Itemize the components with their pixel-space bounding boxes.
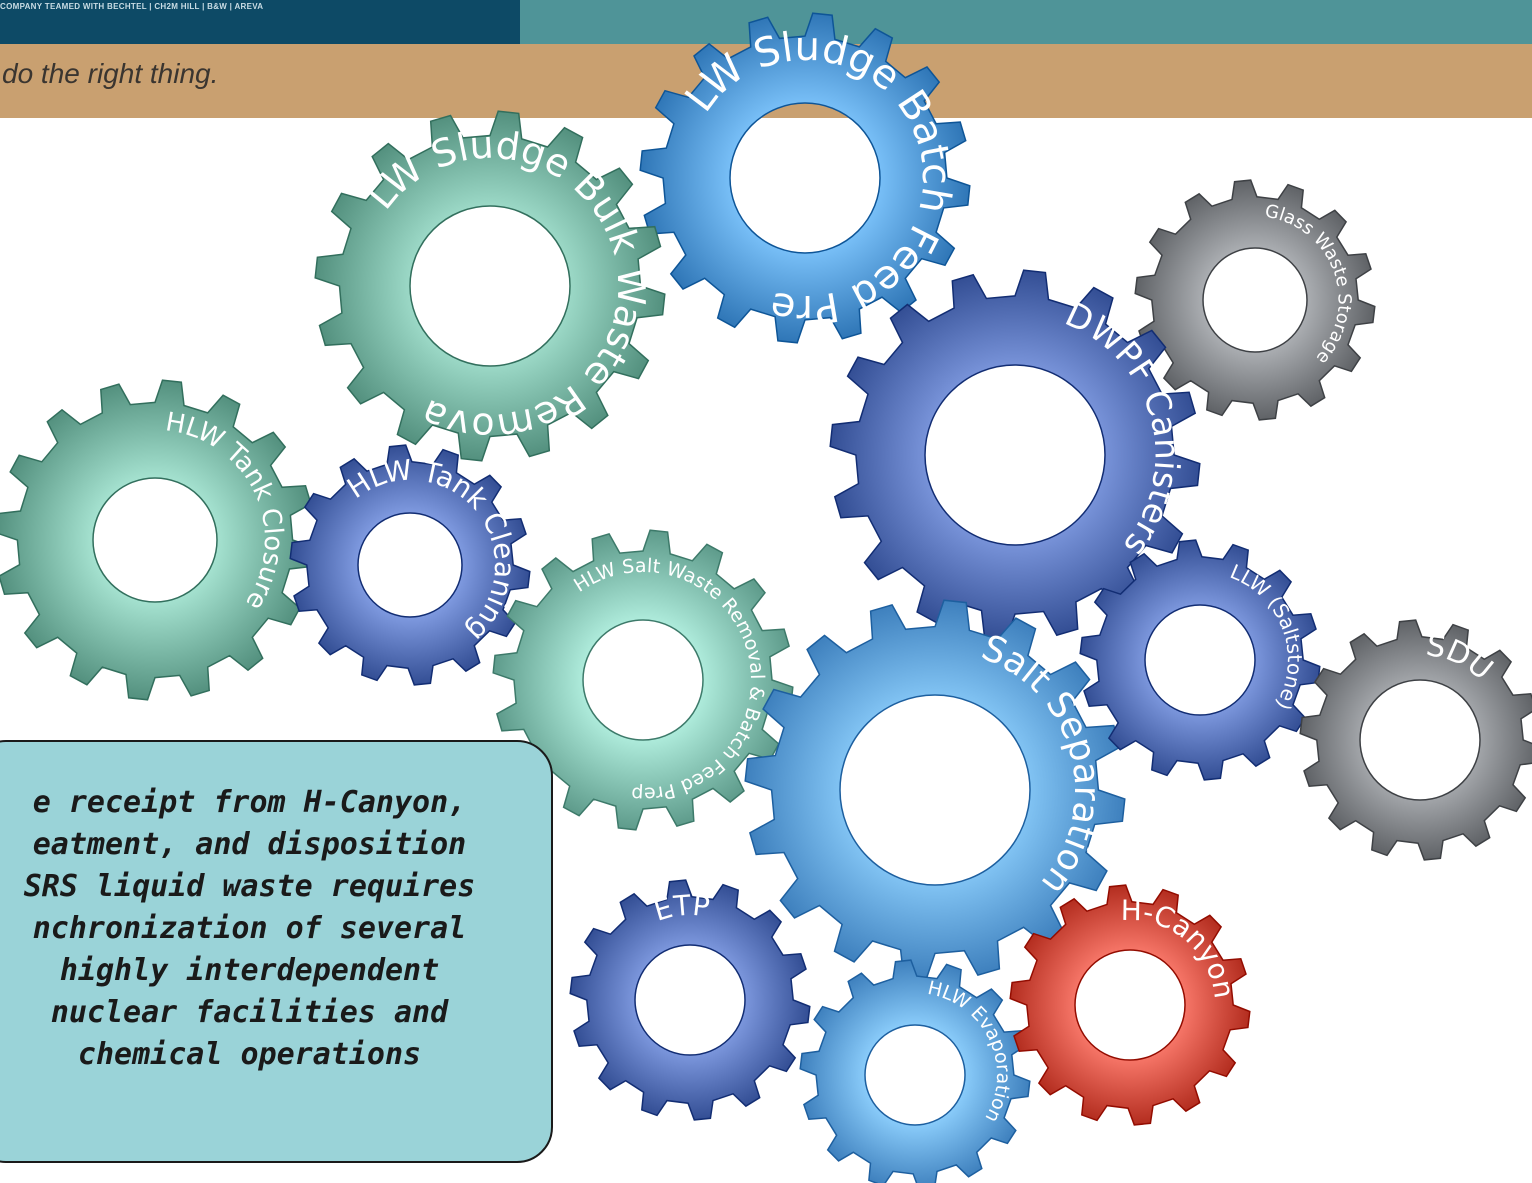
gear-body — [744, 599, 1126, 981]
gear-hlw-evaporation: HLW Evaporation — [799, 959, 1031, 1183]
callout-text: e receipt from H-Canyon, eatment, and di… — [23, 785, 476, 1072]
gear-etp: ETP — [569, 879, 811, 1121]
gear-body — [569, 879, 811, 1121]
gear-body — [1134, 179, 1376, 421]
gear-hlw-tank-cleaning: HLW Tank Cleaning — [289, 444, 531, 686]
gear-sdu: SDU — [1299, 619, 1532, 861]
gear-body — [289, 444, 531, 686]
gear-glass-waste-storage: Glass Waste Storage — [1134, 179, 1376, 421]
gear-hlw-tank-closure: HLW Tank Closure — [0, 379, 316, 701]
gear-body — [0, 379, 316, 701]
gear-body — [639, 12, 971, 344]
header-bar-left: COMPANY TEAMED WITH BECHTEL | CH2M HILL … — [0, 0, 520, 44]
gear-body — [1299, 619, 1532, 861]
gear-hlw-sludge-bulk-waste-removal: HLW Sludge Bulk Waste Removal — [0, 0, 666, 462]
callout-box: e receipt from H-Canyon, eatment, and di… — [0, 740, 553, 1163]
gear-label: ETP — [650, 889, 711, 928]
tagline: do the right thing. — [2, 58, 219, 89]
gear-body — [492, 529, 794, 831]
gear-body — [799, 959, 1031, 1183]
header-bar-right — [520, 0, 1532, 44]
gear-body — [1079, 539, 1321, 781]
gear-body — [314, 110, 666, 462]
gear-body — [1009, 884, 1251, 1126]
company-line: COMPANY TEAMED WITH BECHTEL | CH2M HILL … — [0, 2, 264, 11]
